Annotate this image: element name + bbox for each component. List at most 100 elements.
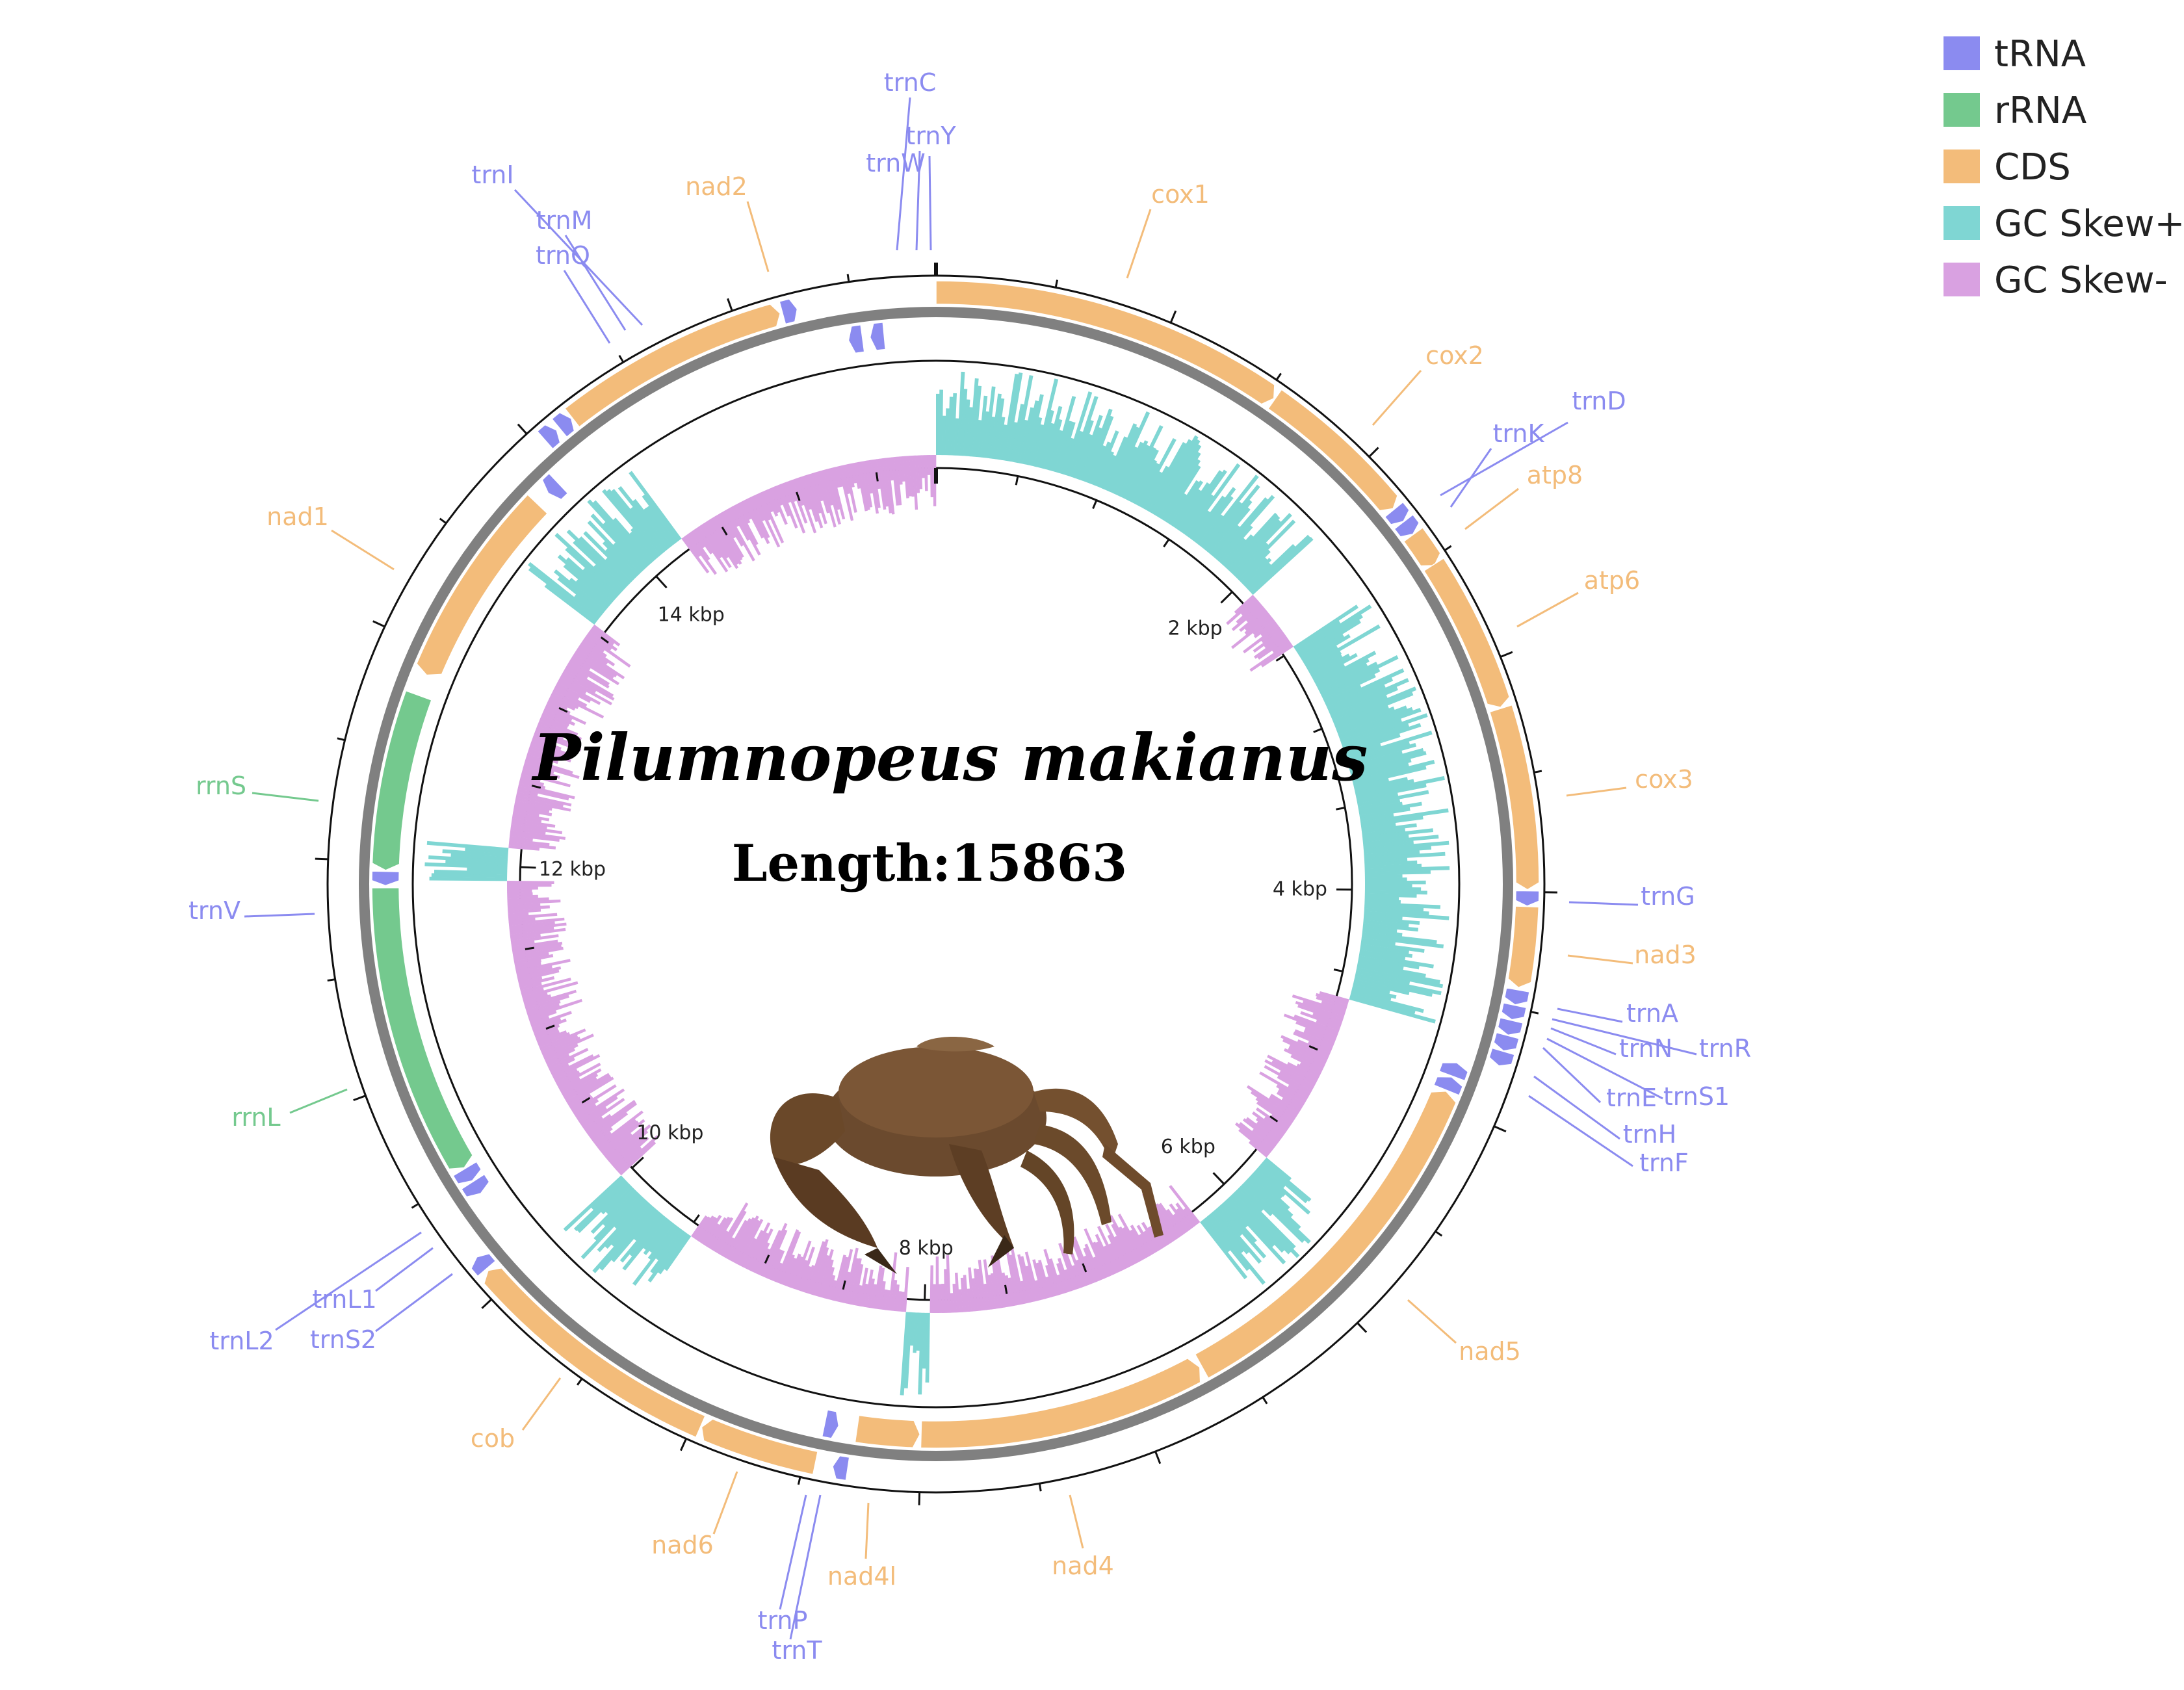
gc-skew-negative-bar <box>861 1283 868 1307</box>
gc-skew-negative-bar <box>731 1215 759 1263</box>
gc-skew-positive-bar <box>980 411 989 458</box>
gc-skew-negative-bar <box>888 457 894 481</box>
outer-tick <box>1154 1451 1162 1464</box>
gc-skew-positive-bar <box>1238 1186 1264 1212</box>
gc-skew-positive-bar <box>1327 677 1394 710</box>
gc-skew-negative-bar <box>772 1262 783 1282</box>
gc-skew-negative-bar <box>1300 1011 1342 1028</box>
gc-skew-positive-bar <box>1204 484 1260 552</box>
gc-skew-negative-bar <box>1009 1254 1022 1305</box>
gc-skew-negative-bar <box>750 1228 774 1273</box>
skew-outer-ring <box>411 359 1461 1409</box>
gc-skew-negative-bar <box>578 644 608 665</box>
gc-skew-positive-bar <box>1097 451 1114 488</box>
gc-skew-negative-bar <box>1253 618 1275 636</box>
gc-skew-positive-bar <box>1346 731 1433 760</box>
gc-skew-positive-bar <box>1360 941 1425 953</box>
leader-line <box>1533 1075 1620 1140</box>
legend-label-gc-skew-minus: GC Skew- <box>1994 259 2168 302</box>
label-trnM: trnM <box>536 206 593 235</box>
gc-skew-negative-bar <box>772 486 783 506</box>
gc-skew-negative-bar <box>512 939 558 950</box>
label-rrnL: rrnL <box>231 1103 280 1132</box>
gc-skew-positive-bar <box>1074 434 1093 479</box>
gc-skew-negative-bar <box>1034 1280 1043 1301</box>
label-trnV: trnV <box>188 896 240 925</box>
gc-skew-negative-bar <box>508 913 558 920</box>
gc-skew-positive-bar <box>1363 840 1450 852</box>
gc-skew-negative-bar <box>806 1241 826 1294</box>
gc-skew-positive-bar <box>1225 1199 1286 1265</box>
gc-skew-negative-bar <box>701 523 732 568</box>
gc-skew-positive-bar <box>1363 840 1414 849</box>
gc-skew-positive-bar <box>1200 1220 1248 1280</box>
gc-skew-negative-bar <box>983 1259 993 1310</box>
gc-skew-negative-bar <box>973 1268 981 1311</box>
crab-photo <box>770 1037 1164 1274</box>
gc-skew-negative-bar <box>1271 1060 1316 1086</box>
gc-skew-positive-bar <box>1113 446 1138 495</box>
gc-skew-negative-bar <box>1284 1048 1325 1070</box>
gc-skew-positive-bar <box>1349 748 1424 772</box>
legend-label-cds: CDS <box>1994 146 2071 188</box>
gc-skew-positive-bar <box>1102 436 1128 490</box>
label-trnI: trnI <box>471 161 514 189</box>
gc-skew-positive-bar <box>629 531 656 562</box>
gc-skew-positive-bar <box>1168 480 1200 525</box>
gc-skew-positive-bar <box>1142 465 1169 510</box>
gc-skew-negative-bar <box>1064 1269 1074 1292</box>
gc-skew-negative-bar <box>544 707 573 722</box>
feature-trnK <box>1384 501 1410 525</box>
gc-skew-negative-bar <box>769 1250 785 1281</box>
gc-skew-negative-bar <box>759 491 785 543</box>
gc-skew-negative-bar <box>817 1249 834 1297</box>
gc-skew-negative-bar <box>1084 1243 1102 1281</box>
gc-skew-negative-bar <box>519 982 542 991</box>
legend-label-gc-skew-plus: GC Skew+ <box>1994 203 2184 245</box>
gc-skew-positive-bar <box>1242 558 1272 586</box>
gc-skew-positive-bar <box>431 873 508 878</box>
leader-line <box>928 155 932 251</box>
gc-skew-negative-bar <box>930 1265 933 1313</box>
gc-skew-negative-bar <box>552 688 588 707</box>
gc-skew-positive-bar <box>1364 863 1422 870</box>
gc-skew-positive-bar <box>1132 460 1158 504</box>
legend-swatch-trna <box>1944 36 1980 70</box>
gc-skew-positive-bar <box>1364 905 1424 912</box>
gc-skew-negative-bar <box>1246 1085 1297 1119</box>
gc-skew-negative-bar <box>1010 1247 1026 1305</box>
gc-skew-positive-bar <box>1244 1180 1311 1244</box>
gc-skew-negative-bar <box>1239 608 1267 632</box>
leader-line <box>564 235 627 331</box>
gc-skew-positive-bar <box>1342 723 1410 749</box>
leader-line <box>1516 592 1579 628</box>
gc-skew-negative-bar <box>577 646 625 680</box>
gc-skew-positive-bar <box>1211 1210 1249 1254</box>
gc-skew-positive-bar <box>1364 880 1426 885</box>
gc-skew-negative-bar <box>523 762 554 775</box>
gc-skew-negative-bar <box>1025 1266 1037 1302</box>
gc-skew-negative-bar <box>550 693 579 709</box>
label-trnD: trnD <box>1572 387 1626 415</box>
gc-skew-negative-bar <box>556 682 592 703</box>
label-trnT: trnT <box>772 1636 822 1665</box>
gc-skew-negative-bar <box>900 1292 905 1312</box>
label-nad6: nad6 <box>651 1531 714 1559</box>
gc-skew-positive-bar <box>580 1194 643 1260</box>
gc-skew-negative-bar <box>1024 1251 1040 1301</box>
gc-skew-negative-bar <box>873 1265 883 1309</box>
gc-skew-positive-bar <box>632 499 672 548</box>
label-nad1: nad1 <box>266 502 329 531</box>
gc-skew-negative-bar <box>1158 1202 1184 1237</box>
gc-skew-negative-bar <box>537 1030 567 1045</box>
inner-tick <box>520 866 536 869</box>
gc-skew-positive-bar <box>1324 684 1362 705</box>
inner-tick <box>1212 1172 1225 1185</box>
gc-skew-negative-bar <box>686 533 718 575</box>
inner-tick <box>1336 807 1346 811</box>
gc-skew-negative-bar <box>1277 1088 1305 1107</box>
gc-skew-negative-bar <box>852 1264 864 1306</box>
feature-trnL1 <box>460 1173 490 1198</box>
gc-skew-positive-bar <box>1360 815 1424 828</box>
